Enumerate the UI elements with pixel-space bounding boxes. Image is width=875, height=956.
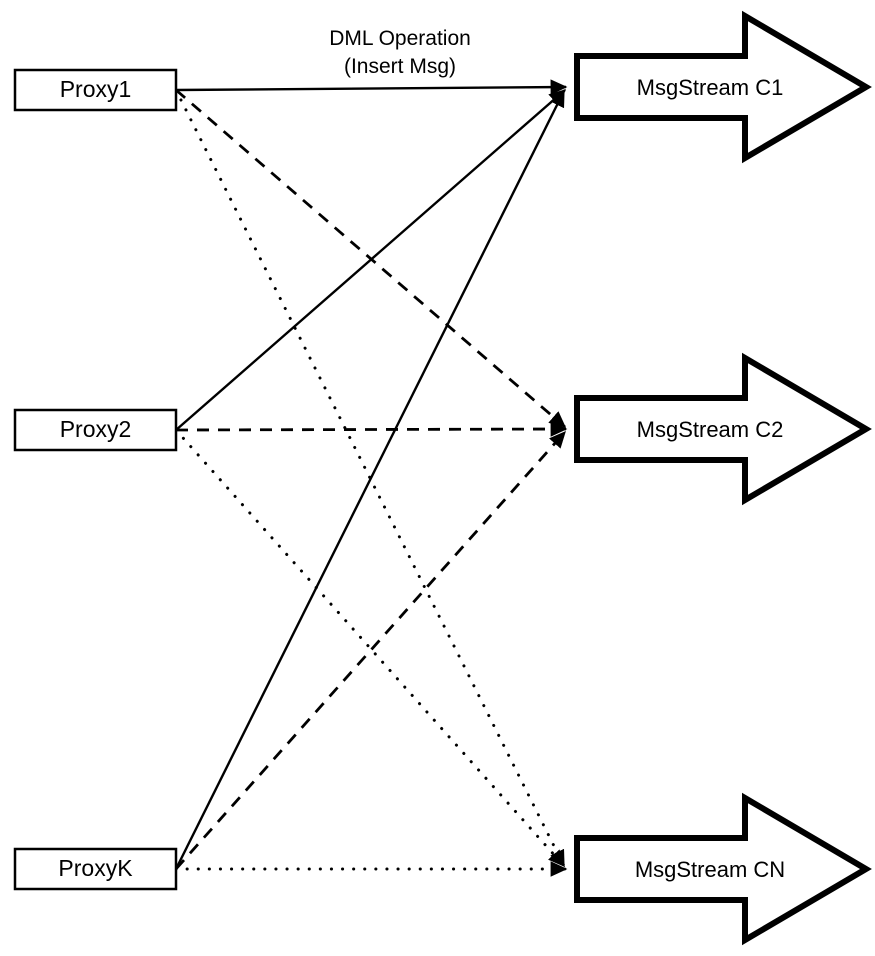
connection-proxy1-stream-c1 — [175, 79, 568, 95]
block-arrow-shape[interactable] — [574, 10, 872, 164]
proxy-box[interactable] — [13, 408, 178, 452]
stream-label: MsgStream C2 — [637, 417, 784, 442]
stream-label: MsgStream CN — [635, 857, 785, 882]
connection-proxy2-stream-cn — [174, 428, 566, 868]
stream-node-stream-c1[interactable]: MsgStream C1 — [574, 10, 872, 164]
stream-node-stream-c2[interactable]: MsgStream C2 — [574, 352, 872, 506]
connection-edges — [174, 79, 568, 877]
stream-label: MsgStream C1 — [637, 75, 784, 100]
proxy-node-proxy2[interactable]: Proxy2 — [13, 408, 178, 452]
proxy-node-proxyk[interactable]: ProxyK — [13, 847, 178, 891]
block-arrow-shape[interactable] — [574, 352, 872, 506]
proxy-label: ProxyK — [58, 855, 133, 881]
proxy-label: Proxy1 — [60, 76, 132, 102]
stream-node-stream-cn[interactable]: MsgStream CN — [574, 792, 872, 946]
proxy-label: Proxy2 — [60, 416, 132, 442]
block-arrow-shape[interactable] — [574, 792, 872, 946]
edge-annotation-line-1: DML Operation — [329, 27, 471, 50]
connection-proxy2-stream-c2 — [175, 421, 568, 437]
connection-proxyk-stream-c1 — [174, 89, 566, 870]
edge-annotation-line-2: (Insert Msg) — [344, 55, 456, 78]
edge-annotation-dml-operation: DML Operation (Insert Msg) — [329, 27, 471, 78]
proxy-node-proxy1[interactable]: Proxy1 — [13, 68, 178, 112]
connection-proxy2-stream-c1 — [175, 89, 567, 431]
proxy-box[interactable] — [13, 68, 178, 112]
connection-proxyk-stream-c2 — [174, 430, 567, 870]
proxy-box[interactable] — [13, 847, 178, 891]
